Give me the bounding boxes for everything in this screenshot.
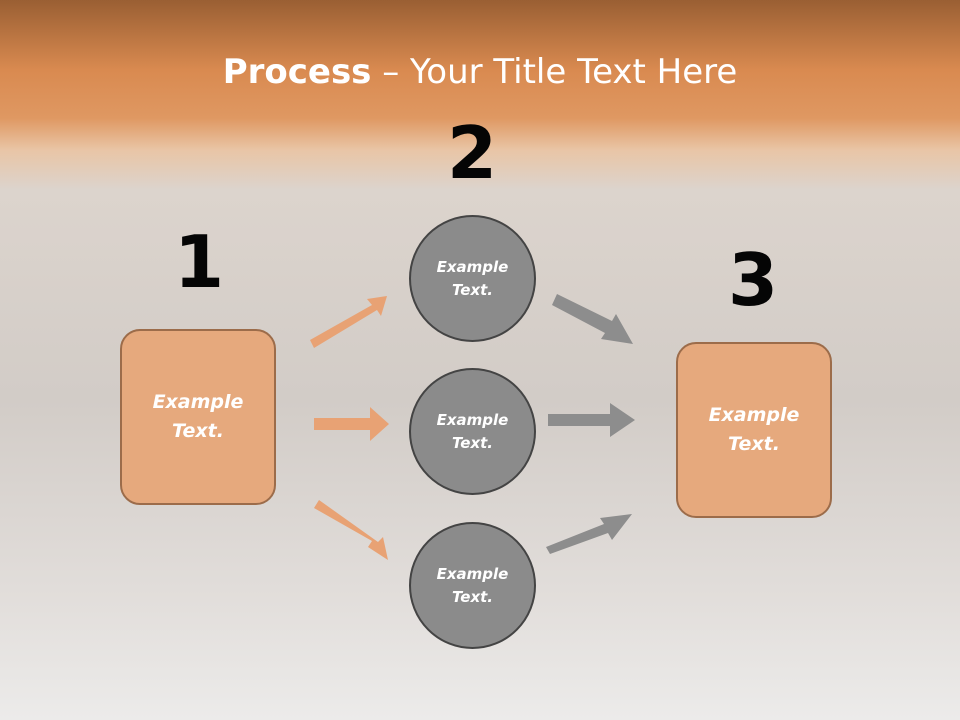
title-bold: Process bbox=[222, 52, 372, 92]
step-1-line1: Example bbox=[152, 391, 244, 413]
step-number-1: 1 bbox=[173, 220, 225, 304]
step-number-2: 2 bbox=[446, 111, 498, 195]
step-3-line1: Example bbox=[708, 404, 800, 426]
arrow-orange-up-icon bbox=[310, 296, 387, 348]
circle-2-line1: Example bbox=[436, 410, 509, 429]
arrow-orange-right-icon bbox=[314, 407, 389, 441]
arrow-gray-right-icon bbox=[548, 403, 635, 437]
arrow-gray-down-icon bbox=[552, 294, 633, 344]
title-rest: – Your Title Text Here bbox=[371, 52, 738, 92]
step-1-line2: Text. bbox=[172, 420, 224, 442]
arrow-gray-up-icon bbox=[546, 514, 632, 554]
step-3-line2: Text. bbox=[728, 433, 780, 455]
circle-3-line2: Text. bbox=[451, 587, 493, 606]
circle-3-line1: Example bbox=[436, 564, 509, 583]
slide-title: Process – Your Title Text Here bbox=[0, 52, 960, 92]
arrow-orange-down-icon bbox=[314, 500, 388, 560]
circle-2-line2: Text. bbox=[451, 433, 493, 452]
circle-1-line1: Example bbox=[436, 257, 509, 276]
circle-1-line2: Text. bbox=[451, 280, 493, 299]
step-number-3: 3 bbox=[727, 238, 779, 322]
